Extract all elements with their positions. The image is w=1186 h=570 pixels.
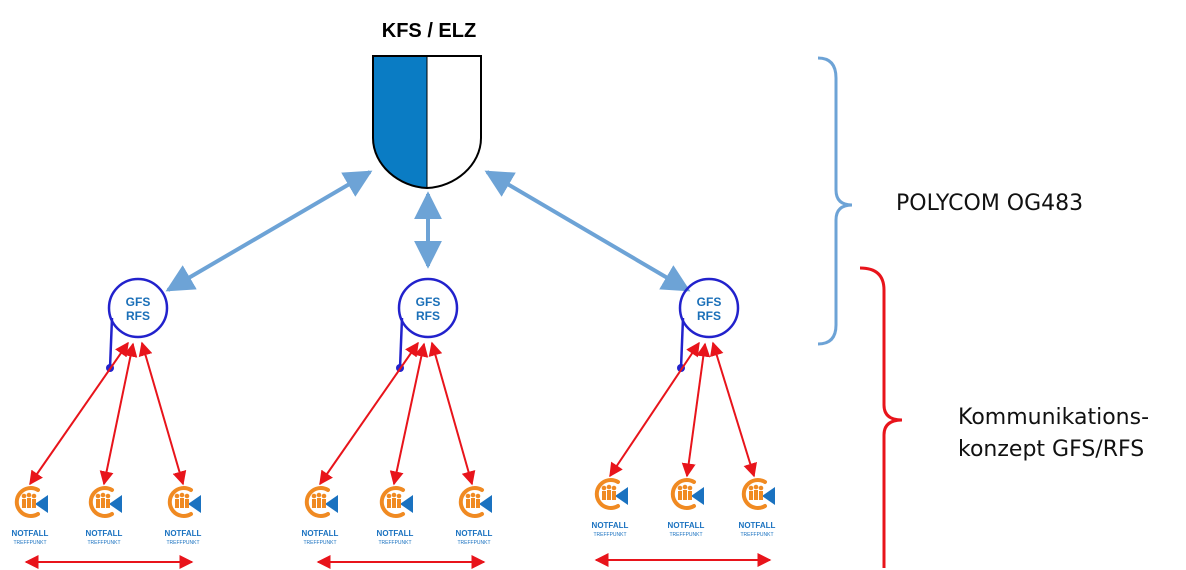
- notfall-label: NOTFALL: [86, 529, 123, 538]
- notfall-icon-3-3: [741, 478, 777, 510]
- notfall-icon-2-3: [458, 486, 494, 518]
- notfall-icon-1-2: [88, 486, 124, 518]
- node-label-rfs: RFS: [126, 309, 150, 323]
- treffpunkt-label: TREFFPUNKT: [669, 532, 702, 538]
- notfall-label: NOTFALL: [668, 521, 705, 530]
- notfall-label: NOTFALL: [456, 529, 493, 538]
- notfall-label: NOTFALL: [377, 529, 414, 538]
- notfall-labels: NOTFALL TREFFPUNKT NOTFALL TREFFPUNKT NO…: [12, 521, 776, 546]
- red-links-right: [594, 341, 772, 567]
- notfall-icon-1-1: [14, 486, 50, 518]
- treffpunkt-label: TREFFPUNKT: [740, 532, 773, 538]
- notfall-icon-3-1: [594, 478, 630, 510]
- polycom-bracket: [817, 56, 853, 346]
- notfall-label: NOTFALL: [302, 529, 339, 538]
- node-label-gfs: GFS: [697, 295, 722, 309]
- notfall-label: NOTFALL: [739, 521, 776, 530]
- notfall-label: NOTFALL: [165, 529, 202, 538]
- notfall-icon-1-3: [167, 486, 203, 518]
- notfall-icon-3-2: [670, 478, 706, 510]
- gfs-rfs-node-center: GFS RFS: [396, 277, 459, 372]
- treffpunkt-label: TREFFPUNKT: [303, 540, 336, 546]
- red-links-center: [316, 341, 486, 569]
- node-label-rfs: RFS: [697, 309, 721, 323]
- gfs-rfs-node-right: GFS RFS: [677, 277, 740, 372]
- kommunikation-label-line2: konzept GFS/RFS: [958, 437, 1145, 462]
- treffpunkt-label: TREFFPUNKT: [457, 540, 490, 546]
- gfs-rfs-node-left: GFS RFS: [106, 277, 169, 372]
- notfall-icon-2-1: [304, 486, 340, 518]
- polycom-links: [165, 170, 691, 292]
- page-title: KFS / ELZ: [381, 20, 477, 42]
- kommunikation-bracket: [859, 266, 903, 568]
- node-label-gfs: GFS: [126, 295, 151, 309]
- treffpunkt-label: TREFFPUNKT: [593, 532, 626, 538]
- polycom-label: POLYCOM OG483: [896, 191, 1084, 216]
- treffpunkt-label: TREFFPUNKT: [13, 540, 46, 546]
- notfall-label: NOTFALL: [592, 521, 629, 530]
- treffpunkt-label: TREFFPUNKT: [166, 540, 199, 546]
- notfall-label: NOTFALL: [12, 529, 49, 538]
- kommunikation-label-line1: Kommunikations-: [958, 405, 1150, 430]
- notfall-icon-2-2: [379, 486, 415, 518]
- red-links-left: [24, 341, 194, 569]
- node-label-gfs: GFS: [416, 295, 441, 309]
- shield-icon: [372, 55, 482, 190]
- treffpunkt-label: TREFFPUNKT: [87, 540, 120, 546]
- node-label-rfs: RFS: [416, 309, 440, 323]
- treffpunkt-label: TREFFPUNKT: [378, 540, 411, 546]
